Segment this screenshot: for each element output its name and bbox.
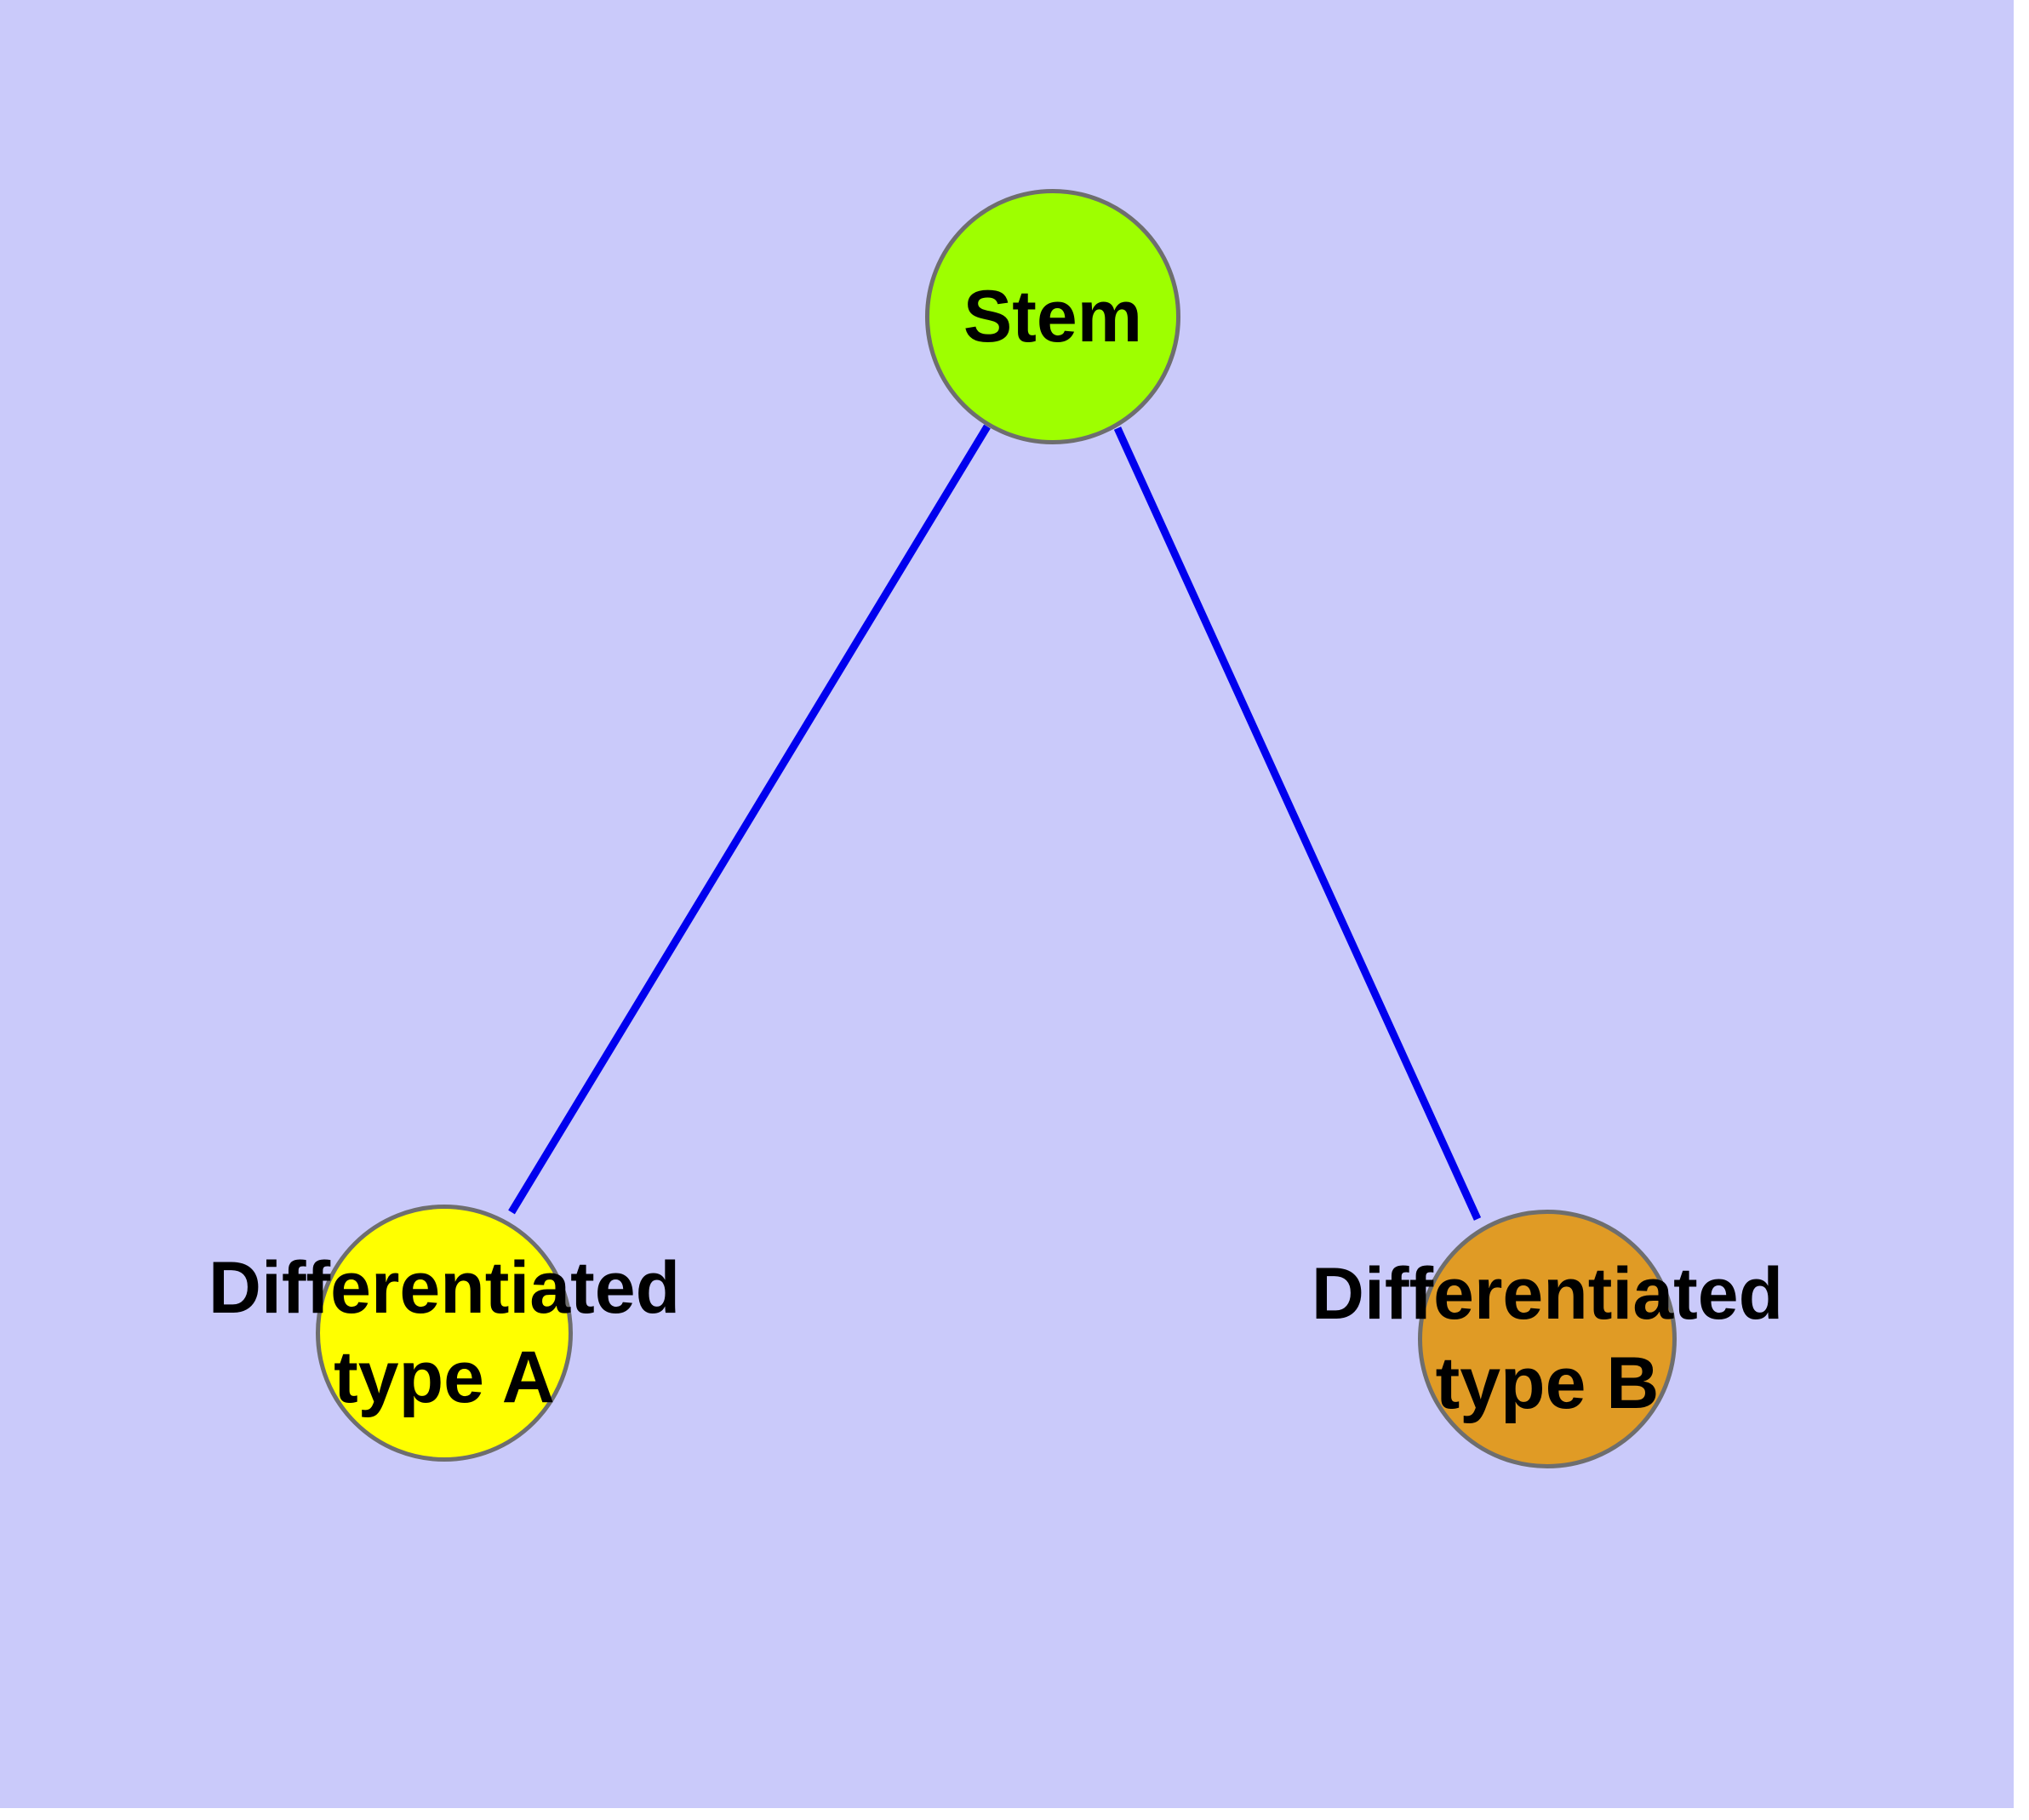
edge-stem-to-differentiated-type-a bbox=[508, 424, 991, 1215]
graph-node-stem[interactable] bbox=[925, 189, 1180, 444]
graph-node-differentiated-type-b[interactable] bbox=[1418, 1210, 1677, 1468]
edge-stem-to-differentiated-type-b bbox=[1113, 426, 1482, 1221]
graph-node-differentiated-type-a[interactable] bbox=[316, 1205, 573, 1462]
